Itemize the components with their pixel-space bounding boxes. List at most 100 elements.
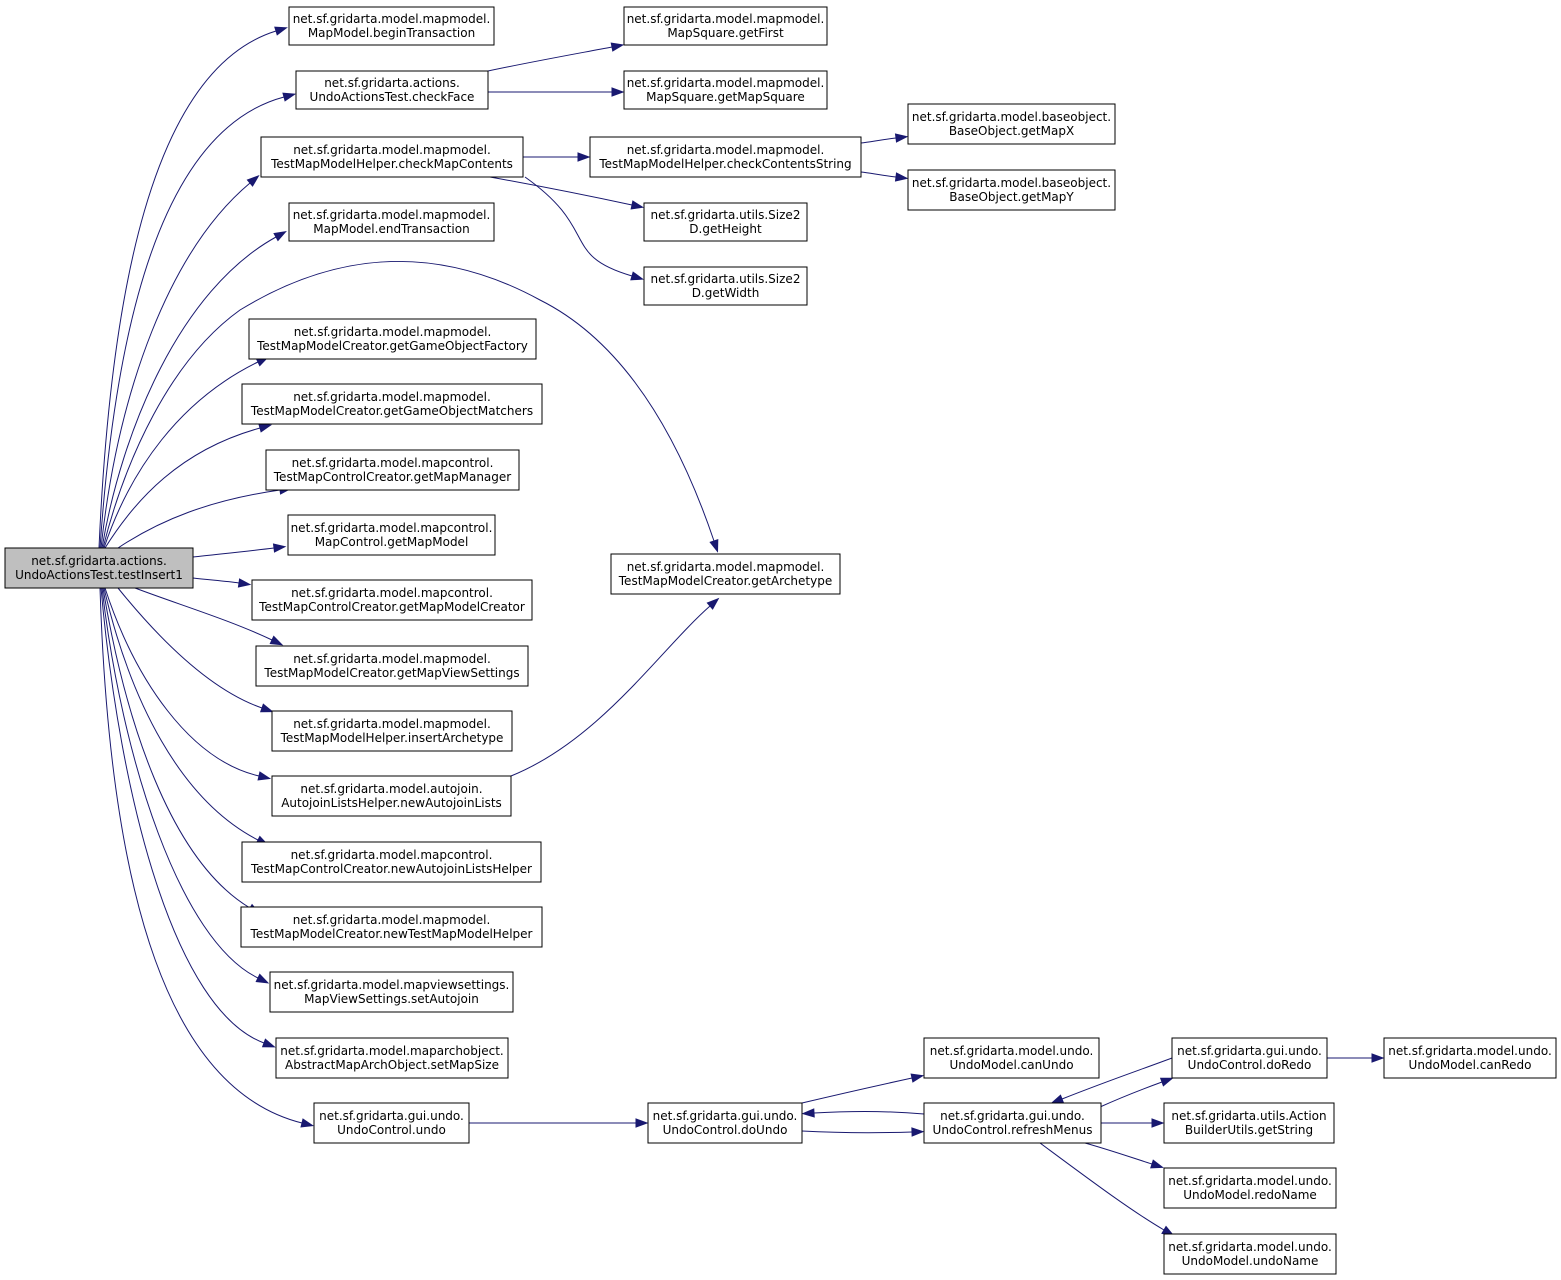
node-label-line: UndoModel.canRedo — [1409, 1058, 1532, 1072]
node-label-line: AbstractMapArchObject.setMapSize — [285, 1058, 499, 1072]
edge-refreshMenus-to-doUndo — [801, 1108, 925, 1118]
edge-root-to-newAutojoinListsHelper — [103, 587, 270, 846]
node-label-line: net.sf.gridarta.model.mapviewsettings. — [274, 978, 510, 992]
node-getMapModelCreator[interactable]: net.sf.gridarta.model.mapcontrol.TestMap… — [251, 579, 533, 621]
node-box — [1383, 1037, 1557, 1079]
edge-root-to-getMapViewSettings — [134, 587, 284, 646]
edge-root-to-insertArchetype — [117, 587, 274, 713]
node-label-line: net.sf.gridarta.gui.undo. — [1177, 1044, 1322, 1058]
node-undo[interactable]: net.sf.gridarta.gui.undo.UndoControl.und… — [313, 1102, 470, 1144]
arrowhead — [1050, 1094, 1065, 1104]
node-getString[interactable]: net.sf.gridarta.utils.ActionBuilderUtils… — [1163, 1102, 1335, 1144]
edge-doRedo-to-canRedo — [1327, 1053, 1385, 1063]
arrowhead — [255, 973, 270, 984]
node-label-line: net.sf.gridarta.model.mapmodel. — [293, 390, 491, 404]
node-label-line: TestMapModelCreator.getGameObjectMatcher… — [250, 404, 533, 418]
node-checkMapContents[interactable]: net.sf.gridarta.model.mapmodel.TestMapMo… — [260, 136, 524, 178]
node-label-line: net.sf.gridarta.model.mapmodel. — [293, 913, 491, 927]
node-label-line: net.sf.gridarta.model.mapcontrol. — [291, 586, 493, 600]
node-label-line: TestMapModelHelper.checkMapContents — [270, 157, 513, 171]
edge-newAutojoinLists-to-getArchetype — [510, 597, 720, 777]
node-beginTransaction[interactable]: net.sf.gridarta.model.mapmodel.MapModel.… — [288, 6, 495, 46]
node-box — [923, 1037, 1100, 1079]
node-label-line: MapModel.beginTransaction — [308, 26, 475, 40]
node-undoName[interactable]: net.sf.gridarta.model.undo.UndoModel.und… — [1163, 1233, 1337, 1275]
node-label-line: net.sf.gridarta.model.mapmodel. — [627, 143, 825, 157]
node-label-line: UndoControl.undo — [337, 1123, 446, 1137]
edge-root-to-checkMapContents — [100, 174, 260, 549]
node-label-line: UndoActionsTest.testInsert1 — [15, 568, 183, 582]
node-label-line: TestMapControlCreator.newAutojoinListsHe… — [250, 862, 532, 876]
node-label-line: net.sf.gridarta.gui.undo. — [940, 1109, 1085, 1123]
node-box — [241, 841, 542, 883]
node-root[interactable]: net.sf.gridarta.actions.UndoActionsTest.… — [4, 547, 194, 589]
node-getMapManager[interactable]: net.sf.gridarta.model.mapcontrol.TestMap… — [265, 449, 520, 491]
node-doRedo[interactable]: net.sf.gridarta.gui.undo.UndoControl.doR… — [1171, 1037, 1328, 1079]
node-getFirst[interactable]: net.sf.gridarta.model.mapmodel.MapSquare… — [623, 6, 828, 46]
arrowhead — [259, 703, 274, 713]
node-getMapViewSettings[interactable]: net.sf.gridarta.model.mapmodel.TestMapMo… — [255, 645, 529, 687]
node-label-line: MapControl.getMapModel — [315, 535, 469, 549]
node-redoName[interactable]: net.sf.gridarta.model.undo.UndoModel.red… — [1163, 1167, 1337, 1209]
node-label-line: TestMapControlCreator.getMapModelCreator — [258, 600, 525, 614]
node-getGameObjectFactory[interactable]: net.sf.gridarta.model.mapmodel.TestMapMo… — [248, 318, 537, 360]
arrowhead — [1371, 1053, 1385, 1063]
node-label-line: net.sf.gridarta.utils.Size2 — [651, 208, 801, 222]
arrowhead — [911, 1127, 925, 1137]
node-label-line: net.sf.gridarta.model.mapcontrol. — [292, 456, 494, 470]
node-getMapX[interactable]: net.sf.gridarta.model.baseobject.BaseObj… — [907, 103, 1116, 145]
node-endTransaction[interactable]: net.sf.gridarta.model.mapmodel.MapModel.… — [288, 202, 495, 242]
node-label-line: net.sf.gridarta.model.mapcontrol. — [291, 521, 493, 535]
node-box — [288, 6, 495, 46]
arrowhead — [635, 1118, 649, 1128]
node-getMapY[interactable]: net.sf.gridarta.model.baseobject.BaseObj… — [907, 169, 1116, 211]
node-label-line: net.sf.gridarta.model.undo. — [930, 1044, 1094, 1058]
node-box — [251, 579, 533, 621]
node-doUndo[interactable]: net.sf.gridarta.gui.undo.UndoControl.doU… — [647, 1102, 803, 1144]
node-box — [589, 136, 862, 178]
node-box — [643, 266, 808, 306]
node-label-line: net.sf.gridarta.gui.undo. — [653, 1109, 798, 1123]
arrowhead — [894, 172, 909, 182]
edge-checkContentsString-to-getMapY — [860, 171, 909, 182]
node-label-line: UndoControl.doRedo — [1188, 1058, 1312, 1072]
arrowhead — [273, 230, 287, 242]
arrowhead — [1150, 1159, 1164, 1169]
node-checkFace[interactable]: net.sf.gridarta.actions.UndoActionsTest.… — [295, 70, 489, 110]
node-canRedo[interactable]: net.sf.gridarta.model.undo.UndoModel.can… — [1383, 1037, 1557, 1079]
edge-root-to-endTransaction — [101, 230, 287, 549]
edge-root-to-newAutojoinLists — [104, 587, 272, 781]
node-setAutojoin[interactable]: net.sf.gridarta.model.mapviewsettings.Ma… — [269, 971, 514, 1013]
node-canUndo[interactable]: net.sf.gridarta.model.undo.UndoModel.can… — [923, 1037, 1100, 1079]
edge-root-to-getGameObjectMatchers — [104, 423, 273, 549]
node-label-line: TestMapModelHelper.checkContentsString — [598, 157, 851, 171]
node-newTestMapModelHelper[interactable]: net.sf.gridarta.model.mapmodel.TestMapMo… — [240, 906, 543, 948]
node-label-line: net.sf.gridarta.model.baseobject. — [912, 110, 1111, 124]
node-box — [1163, 1102, 1335, 1144]
edge-doUndo-to-refreshMenus — [801, 1127, 925, 1137]
edge-refreshMenus-to-doRedo — [1099, 1077, 1174, 1108]
edge-root-to-getArchetype — [102, 260, 719, 553]
node-newAutojoinLists[interactable]: net.sf.gridarta.model.autojoin.AutojoinL… — [271, 775, 512, 817]
node-insertArchetype[interactable]: net.sf.gridarta.model.mapmodel.TestMapMo… — [271, 710, 513, 752]
node-newAutojoinListsHelper[interactable]: net.sf.gridarta.model.mapcontrol.TestMap… — [241, 841, 542, 883]
arrowhead — [258, 423, 273, 433]
node-getArchetype[interactable]: net.sf.gridarta.model.mapmodel.TestMapMo… — [610, 553, 841, 595]
edge-checkFace-to-getFirst — [487, 42, 625, 72]
edge-checkMapContents-to-getWidth — [524, 176, 644, 281]
node-box — [265, 449, 520, 491]
node-getGameObjectMatchers[interactable]: net.sf.gridarta.model.mapmodel.TestMapMo… — [241, 383, 543, 425]
node-refreshMenus[interactable]: net.sf.gridarta.gui.undo.UndoControl.ref… — [923, 1102, 1102, 1144]
node-getMapModel[interactable]: net.sf.gridarta.model.mapcontrol.MapCont… — [287, 514, 496, 556]
node-setMapSize[interactable]: net.sf.gridarta.model.maparchobject.Abst… — [275, 1037, 509, 1079]
node-box — [907, 169, 1116, 211]
node-label-line: TestMapModelCreator.getGameObjectFactory — [256, 339, 528, 353]
edge-root-to-setAutojoin — [101, 587, 270, 984]
arrowhead — [611, 87, 625, 97]
arrowhead — [261, 1038, 276, 1048]
edge-refreshMenus-to-getString — [1100, 1118, 1165, 1128]
node-getMapSquare[interactable]: net.sf.gridarta.model.mapmodel.MapSquare… — [623, 70, 828, 110]
node-checkContentsString[interactable]: net.sf.gridarta.model.mapmodel.TestMapMo… — [589, 136, 862, 178]
